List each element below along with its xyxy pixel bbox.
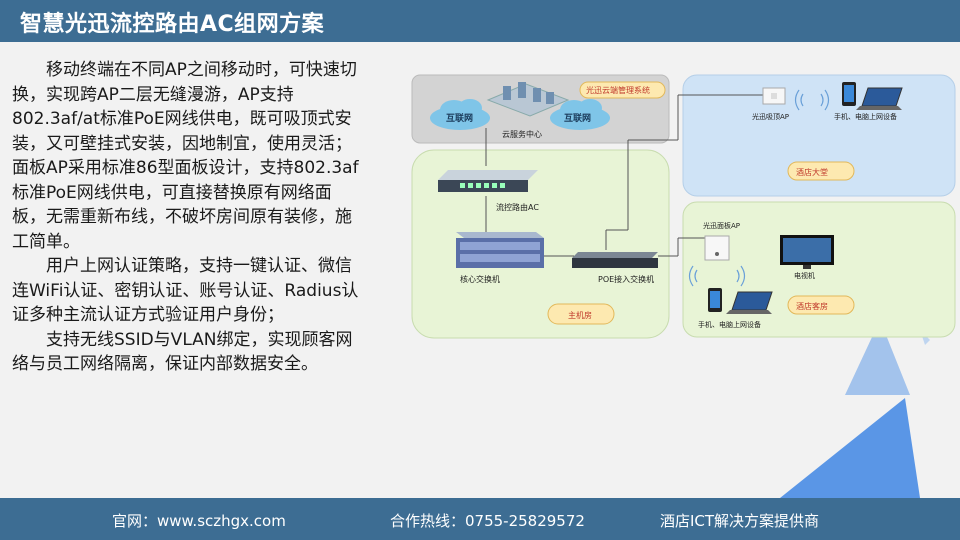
server-room-label: 主机房 bbox=[568, 310, 592, 320]
footer-bar: 官网：www.sczhgx.com 合作热线：0755-25829572 酒店I… bbox=[0, 498, 960, 540]
phone-icon bbox=[842, 82, 856, 106]
laptop-icon-2 bbox=[726, 291, 773, 314]
tv-icon bbox=[780, 235, 834, 269]
paragraph-roaming: 移动终端在不同AP之间移动时，可快速切换，实现跨AP二层无缝漫游，AP支持802… bbox=[12, 60, 359, 252]
internet-cloud-icon-2 bbox=[550, 99, 610, 130]
lobby-label: 酒店大堂 bbox=[796, 167, 828, 177]
poe-switch-icon bbox=[572, 252, 658, 268]
wifi-signal-icon-2 bbox=[688, 265, 746, 287]
footer-slogan: 酒店ICT解决方案提供商 bbox=[660, 512, 820, 530]
network-diagram: 互联网 互联网 云服务中心 光迅云端管理系统 流控路由AC 核心交换机 bbox=[411, 74, 956, 339]
ceiling-ap-label: 光迅吸顶AP bbox=[752, 112, 789, 121]
data-center-icon bbox=[486, 82, 570, 117]
room-devices-label: 手机、电脑上网设备 bbox=[698, 320, 761, 329]
wifi-signal-icon bbox=[794, 89, 830, 111]
router-icon bbox=[438, 170, 538, 192]
laptop-icon bbox=[856, 87, 903, 110]
body-text: 移动终端在不同AP之间移动时，可快速切换，实现跨AP二层无缝漫游，AP支持802… bbox=[12, 58, 362, 377]
internet-label-2: 互联网 bbox=[564, 112, 591, 124]
internet-label-1: 互联网 bbox=[446, 112, 473, 124]
cloud-center-label: 云服务中心 bbox=[502, 129, 542, 139]
internet-cloud-icon bbox=[430, 99, 490, 130]
core-switch-label: 核心交换机 bbox=[460, 274, 500, 284]
footer-hotline: 合作热线：0755-25829572 bbox=[390, 512, 585, 530]
panel-ap-icon bbox=[704, 235, 730, 261]
router-label: 流控路由AC bbox=[496, 202, 539, 212]
lobby-devices-label: 手机、电脑上网设备 bbox=[834, 112, 897, 121]
guest-room-label: 酒店客房 bbox=[796, 301, 828, 311]
header-bar: 智慧光迅流控路由AC组网方案 bbox=[0, 0, 960, 42]
panel-ap-label: 光迅面板AP bbox=[703, 221, 740, 230]
footer-website[interactable]: 官网：www.sczhgx.com bbox=[112, 512, 286, 530]
tv-label: 电视机 bbox=[794, 271, 815, 280]
poe-switch-label: POE接入交换机 bbox=[598, 274, 654, 284]
cloud-system-label: 光迅云端管理系统 bbox=[586, 85, 650, 95]
page-title: 智慧光迅流控路由AC组网方案 bbox=[20, 12, 325, 37]
paragraph-auth: 用户上网认证策略，支持一键认证、微信连WiFi认证、密钥认证、账号认证、Radi… bbox=[12, 256, 359, 325]
phone-icon-2 bbox=[708, 288, 722, 312]
ceiling-ap-icon bbox=[762, 87, 786, 105]
paragraph-ssid: 支持无线SSID与VLAN绑定，实现顾客网络与员工网络隔离，保证内部数据安全。 bbox=[12, 329, 353, 375]
core-switch-icon bbox=[456, 232, 544, 268]
